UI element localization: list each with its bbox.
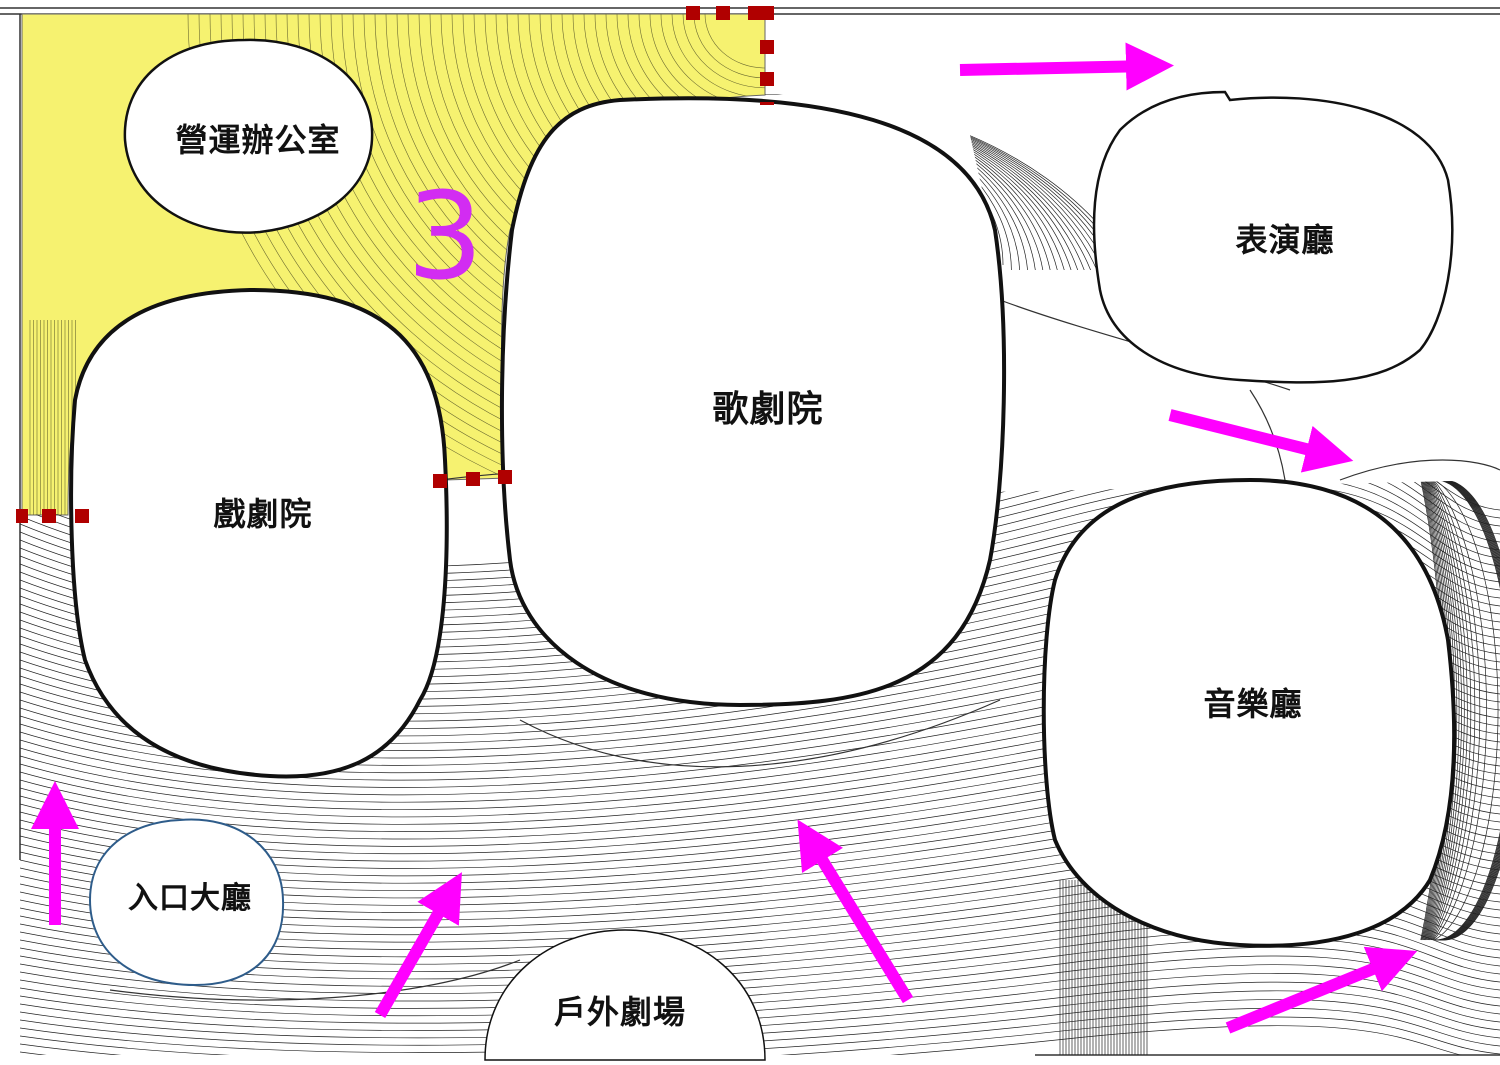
flow-arrow-icon [959,42,1174,91]
contour-line [20,990,1500,1046]
contour-line [1431,480,1476,941]
door-marker-icon [760,102,774,105]
door-marker-icon [748,6,762,20]
performance-hall-label: 表演廳 [1235,221,1335,259]
contour-line [1430,480,1472,941]
contour-line [682,14,765,89]
contour-line [1430,480,1468,941]
outdoor-theater-label: 戶外劇場 [553,993,687,1031]
flow-arrow-icon [374,872,462,1018]
entrance-lobby-room [88,818,285,987]
contour-line [20,920,1500,987]
contour-line [20,894,1500,965]
entrance-lobby-label: 入口大廳 [128,881,252,916]
drama-theater-label: 戲劇院 [213,495,313,533]
door-marker-icon [760,72,774,86]
contour-line [1443,480,1500,941]
concert-hall-room [1041,477,1457,948]
contour-line [1427,480,1460,941]
door-marker-icon [433,474,447,488]
contour-line [693,14,765,79]
zone-number: 3 [406,168,484,307]
drama-theater-room [69,287,449,779]
contour-line [20,1016,1500,1055]
contour-line [20,981,1500,1039]
door-marker-icon [760,6,774,20]
flow-arrows [31,42,1418,1034]
performance-hall-room [1092,90,1454,384]
flow-arrow-icon [1168,409,1354,473]
door-marker-icon [498,470,512,484]
door-marker-icon [42,509,56,523]
contour-line [1429,480,1465,941]
contour-line [1442,480,1500,941]
flow-arrow-icon [797,819,914,1004]
contour-line [671,14,765,98]
contour-line [20,912,1500,980]
door-marker-icon [686,6,700,20]
contour-line [1428,480,1462,941]
contour-line [1433,480,1487,941]
contour-line [1439,480,1500,941]
contour-line [20,999,1500,1053]
opera-house-room [499,96,1007,708]
contour-line [20,1007,1500,1055]
rooms [69,38,1457,1061]
contour-line [704,14,765,69]
concert-hall-label: 音樂廳 [1203,685,1303,723]
opera-house-label: 歌劇院 [712,389,824,430]
contour-line [1439,480,1500,941]
office-label: 營運辦公室 [175,121,341,159]
door-marker-icon [760,40,774,54]
contour-line [1437,480,1500,941]
door-marker-icon [466,472,480,486]
office-room [123,38,374,234]
door-marker-icon [716,6,730,20]
contour-line [1435,480,1500,941]
door-marker-icon [16,509,28,523]
contour-line [1435,480,1500,941]
contour-line [1441,480,1500,941]
contour-line [1432,480,1481,941]
contour-line [1440,480,1500,941]
door-markers [16,6,774,523]
contour-line [20,1025,1500,1055]
contour-line [20,903,1500,972]
contour-line [1434,480,1499,941]
flow-arrow-icon [1225,946,1418,1034]
contour-line [1443,480,1500,941]
contour-line [1426,480,1458,941]
outdoor-theater-room [484,929,766,1061]
contour-line [1436,480,1500,941]
door-marker-icon [75,509,89,523]
contour-line [1438,480,1500,941]
